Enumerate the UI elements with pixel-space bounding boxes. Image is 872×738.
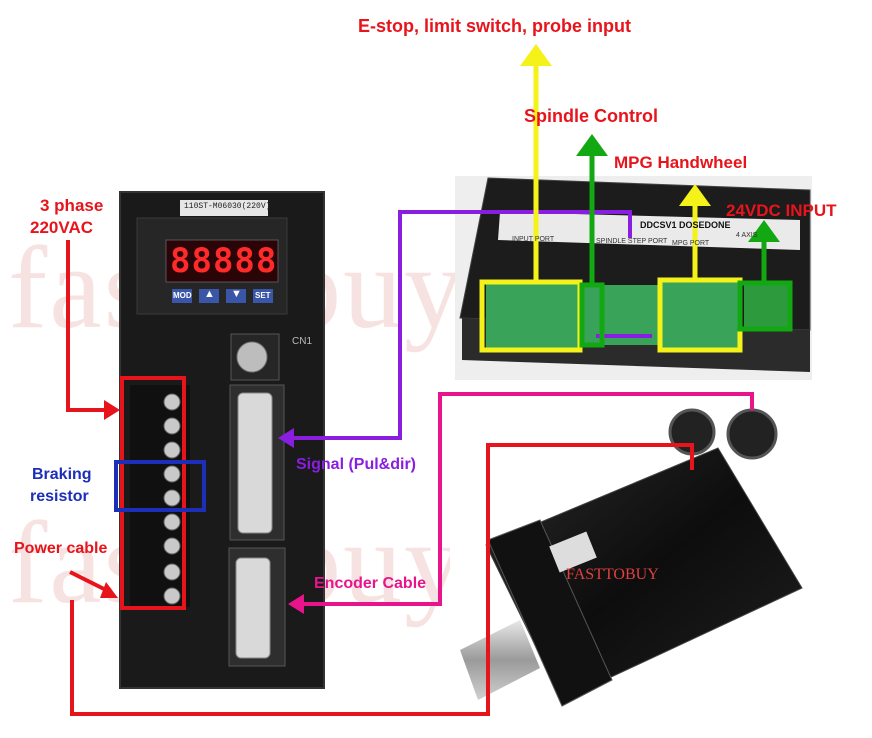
red-arrowhead-power: [100, 582, 118, 598]
purple-wire: [290, 210, 652, 440]
label-braking: Braking: [32, 466, 92, 483]
set-button-label: SET: [255, 291, 271, 300]
label-signal: Signal (Pul&dir): [296, 456, 416, 473]
cn1-port: [236, 341, 268, 373]
led-display: [165, 239, 279, 283]
red-arrow-power-cable: [69, 570, 111, 594]
board-header-mpg: MPG PORT: [672, 240, 710, 247]
motor-flange: [487, 519, 613, 707]
board-header-spindle: SPINDLE STEP PORT: [596, 238, 668, 245]
up-button[interactable]: [199, 289, 219, 303]
driver-model-text: 110ST-M06030(220V): [184, 202, 271, 211]
signal-db25-connector: [237, 392, 273, 534]
motor-brand-text: FASTTOBUY: [566, 566, 659, 583]
red-arrowhead-3phase: [104, 400, 120, 420]
board-header-axis: 4 AXIS: [736, 232, 758, 239]
purple-arrowhead: [278, 428, 294, 448]
mpg-terminal: [662, 282, 738, 348]
down-button-label: ▼: [231, 288, 242, 300]
encoder-plug-socket: [726, 408, 778, 460]
green-box-spindle: [579, 282, 605, 348]
terminal-screws: [163, 393, 181, 605]
motor-nameplate: [549, 531, 597, 573]
label-power-cable: Power cable: [14, 540, 108, 557]
yellow-arrowhead-estop: [520, 44, 552, 66]
cn1-label: CN1: [292, 336, 313, 347]
down-button[interactable]: [226, 289, 246, 303]
label-estop: E-stop, limit switch, probe input: [358, 16, 631, 36]
pink-arrowhead: [288, 594, 304, 614]
board-header-input: INPUT PORT: [512, 236, 555, 243]
green-arrowhead-spindle: [576, 134, 608, 156]
spindle-terminal-a: [582, 285, 602, 345]
pink-wire-encoder: [302, 392, 754, 606]
red-arrow-3phase: [66, 240, 112, 412]
purple-wire-signal: [290, 210, 632, 440]
label-220vac: 220VAC: [30, 218, 93, 237]
terminal-block: [130, 385, 190, 607]
label-encoder-cable: Encoder Cable: [314, 575, 427, 592]
board-label-sticker: [498, 212, 800, 250]
blue-box-braking: [114, 460, 206, 512]
green-box-24v: [737, 280, 793, 332]
controller-board: [455, 176, 812, 380]
label-resistor: resistor: [30, 488, 89, 505]
driver-model-plate: [180, 200, 268, 216]
mod-button[interactable]: [172, 289, 192, 303]
up-button-label: ▲: [204, 288, 215, 300]
red-wire-motor-power: [70, 443, 694, 716]
mod-button-label: MOD: [173, 291, 192, 300]
encoder-db15-connector: [235, 557, 271, 659]
yellow-arrowhead-mpg: [679, 184, 711, 206]
label-3phase: 3 phase: [40, 196, 104, 215]
servo-motor: [450, 402, 810, 720]
red-wires: [66, 240, 694, 716]
green-markers: [579, 150, 793, 348]
label-spindle-control: Spindle Control: [524, 106, 658, 126]
motor-shaft: [460, 620, 540, 700]
label-mpg-handwheel: MPG Handwheel: [614, 153, 748, 172]
led-display-digits: 88888: [170, 241, 278, 281]
set-button[interactable]: [253, 289, 273, 303]
board-title-text: DDCSV1 DOSEDONE: [640, 220, 731, 230]
red-box-power-terminals: [120, 376, 186, 610]
label-24vdc-input: 24VDC INPUT: [726, 201, 837, 220]
input-terminal: [486, 282, 582, 348]
green-arrowhead-24v: [748, 220, 780, 242]
power-terminal: [744, 285, 788, 329]
